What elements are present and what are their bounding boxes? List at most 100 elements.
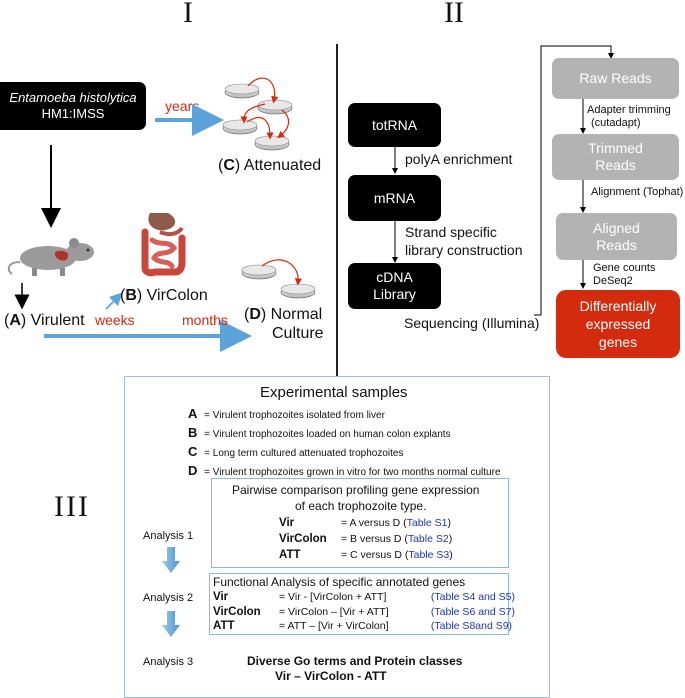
deg-label-3: genes — [598, 334, 638, 350]
diverse-line-2: Vir – VirColon - ATT — [275, 669, 387, 683]
attenuated-letter: C — [223, 157, 235, 174]
pairwise-name: VirColon — [279, 533, 327, 545]
years-label: years — [165, 98, 200, 114]
pairwise-box — [211, 478, 509, 568]
functional-table-link[interactable]: (Table S8and S9) — [430, 620, 513, 632]
section-II-heading: II — [444, 0, 464, 29]
diverse-line-1: Diverse Go terms and Protein classes — [247, 654, 463, 668]
panel-II-graphics — [392, 45, 614, 316]
analysis-3-label: Analysis 3 — [143, 656, 194, 668]
attenuated-text: Attenuated — [240, 157, 322, 174]
pairwise-table-link[interactable]: Table S1 — [406, 517, 448, 529]
mouse-liver-icon — [7, 238, 94, 276]
vircolon-letter: B — [125, 287, 137, 304]
functional-title: Functional Analysis of specific annotate… — [213, 575, 466, 589]
definition-letter: D — [188, 463, 198, 478]
petri-dish-pair-icon — [241, 259, 316, 299]
virulent-letter: A — [9, 312, 21, 329]
definition-text: = Virulent trophozoites isolated from li… — [201, 410, 385, 421]
normal-culture-label: (D) Normal — [244, 306, 323, 323]
pairwise-title-1: Pairwise comparison profiling gene expre… — [232, 483, 480, 497]
virulent-label: (A) Virulent — [4, 312, 85, 329]
virulent-text: Virulent — [26, 312, 85, 329]
pairwise-table-link[interactable]: Table S3 — [408, 549, 450, 561]
analysis-1-arrow-icon — [162, 547, 180, 573]
analysis-2-arrow-icon — [162, 611, 180, 637]
functional-row-vircolon: VirColon = VirColon – [Vir + ATT] (Table … — [213, 606, 515, 618]
raw-reads-box: Raw Reads — [552, 58, 679, 99]
pairwise-eq: = B versus D ( — [341, 533, 408, 545]
definition-A: A = Virulent trophozoites isolated from … — [188, 406, 385, 421]
definition-letter: A — [188, 406, 198, 421]
pairwise-row-att: ATT = C versus D (Table S3) — [279, 549, 453, 561]
section-divider — [336, 44, 338, 376]
pairwise-close: ) — [447, 517, 452, 529]
sequencing-label: Sequencing (Illumina) — [404, 315, 540, 331]
trimmed-label-1: Trimmed — [588, 140, 643, 156]
functional-name: ATT — [213, 620, 235, 632]
cdna-label-1: cDNA — [376, 269, 413, 285]
adapter-label-2: (cutadapt) — [591, 117, 641, 129]
definition-text: = Virulent trophozoites loaded on human … — [201, 429, 451, 440]
pairwise-close: ) — [449, 549, 453, 561]
functional-row-att: ATT = ATT – [Vir + VirColon] (Table S8and… — [213, 620, 512, 632]
petri-dish-cluster-icon — [222, 77, 293, 151]
weeks-label: weeks — [95, 312, 135, 328]
deg-box: Differentially expressed genes — [556, 290, 680, 358]
pairwise-title-2: of each trophozoite type. — [295, 499, 427, 513]
cdna-box: cDNA Library — [348, 263, 441, 309]
section-III-heading: III — [54, 490, 90, 523]
culture-label: Culture — [272, 325, 324, 342]
attenuated-label: (C) Attenuated — [218, 157, 322, 174]
experimental-title: Experimental samples — [260, 384, 408, 401]
deg-label-1: Differentially — [579, 298, 657, 314]
totrna-label: totRNA — [371, 117, 418, 133]
cdna-label-2: Library — [373, 286, 416, 302]
ehistolytica-box: Entamoeba histolytica HM1:IMSS — [0, 82, 146, 130]
functional-name: VirColon — [213, 606, 261, 618]
genecounts-label-2: DeSeq2 — [593, 275, 633, 287]
pairwise-table-link[interactable]: Table S2 — [407, 533, 449, 545]
aligned-label-1: Aligned — [593, 219, 640, 236]
analysis-2-label: Analysis 2 — [143, 592, 194, 604]
pairwise-close: ) — [448, 533, 453, 545]
definition-text: = Virulent trophozoites grown in vitro f… — [201, 467, 501, 478]
pairwise-eq: = C versus D ( — [341, 549, 409, 561]
colon-organs-icon — [141, 213, 186, 277]
pairwise-name: ATT — [279, 549, 301, 561]
trimmed-label-2: Reads — [595, 157, 636, 173]
adapter-label-1: Adapter trimming — [587, 104, 671, 116]
totrna-box: totRNA — [348, 103, 441, 147]
polya-label: polyA enrichment — [405, 151, 513, 167]
functional-table-link[interactable]: (Table S4 and S5) — [430, 591, 515, 603]
definition-D: D = Virulent trophozoites grown in vitro… — [188, 463, 501, 478]
pairwise-row-vir: Vir= A versus D (Table S1) — [279, 517, 451, 529]
definition-letter: B — [188, 425, 198, 440]
definition-C: C = Long term cultured attenuated tropho… — [188, 444, 403, 459]
functional-name: Vir — [213, 591, 229, 603]
functional-box — [209, 573, 509, 635]
alignment-label: Alignment (Tophat) — [591, 186, 684, 198]
section-I-heading: I — [183, 0, 193, 29]
vircolon-text: VirColon — [142, 287, 208, 304]
pairwise-name: Vir — [279, 517, 295, 529]
strand-label-1: Strand specific — [405, 224, 497, 240]
trimmed-reads-box: Trimmed Reads — [552, 134, 679, 180]
panel-I-graphics — [7, 77, 316, 352]
ehistolytica-strain: HM1:IMSS — [41, 106, 105, 121]
functional-eq: = ATT – [Vir + VirColon] — [279, 620, 389, 632]
mrna-box: mRNA — [348, 175, 441, 221]
functional-table-link[interactable]: (Table S6 and S7) — [430, 606, 515, 618]
vircolon-label: (B) VirColon — [120, 287, 208, 304]
months-label: months — [182, 312, 228, 328]
pairwise-row-vircolon: VirColon = B versus D (Table S2) — [279, 533, 452, 545]
ehistolytica-name: Entamoeba histolytica — [9, 90, 137, 105]
definition-letter: C — [188, 444, 198, 459]
functional-eq: = Vir - [VirColon + ATT] — [279, 591, 387, 603]
normal-text: Normal — [266, 306, 323, 323]
analysis-1-label: Analysis 1 — [143, 530, 194, 542]
aligned-label-2: Reads — [596, 236, 637, 253]
aligned-reads-box: Aligned Reads — [556, 213, 677, 260]
normal-letter: D — [249, 306, 261, 323]
functional-eq: = VirColon – [Vir + ATT] — [279, 606, 389, 618]
